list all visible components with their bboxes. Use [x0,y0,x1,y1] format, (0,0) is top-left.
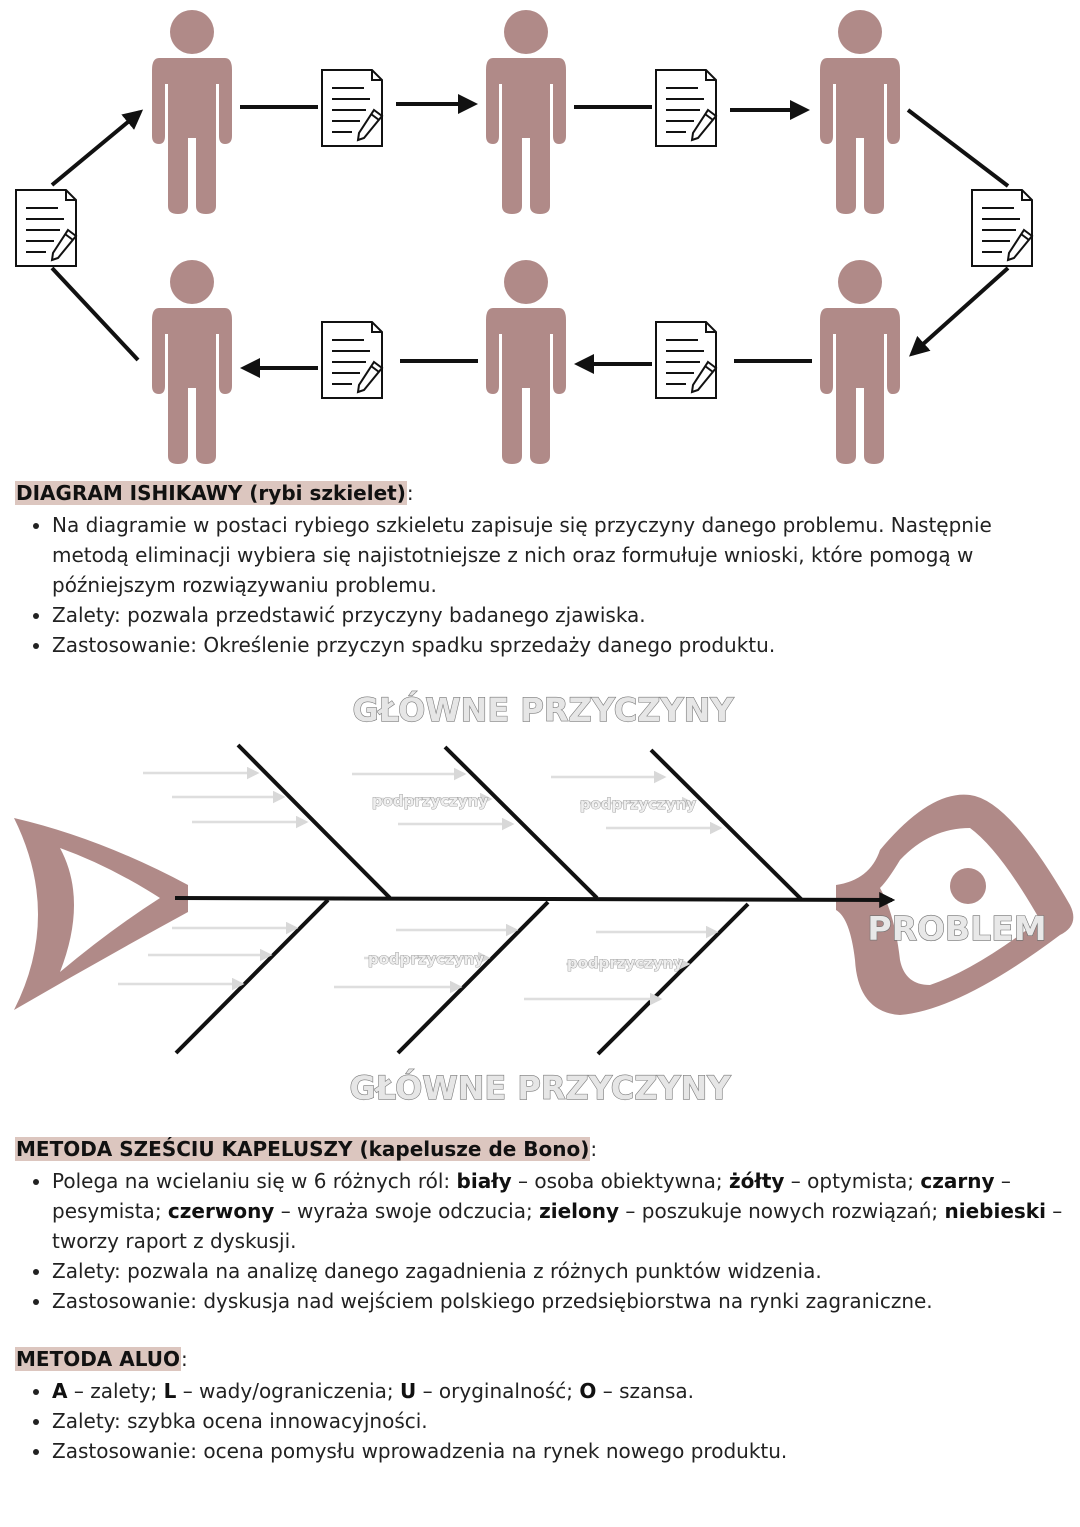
aluo-bullets: A – zalety; L – wady/ograniczenia; U – o… [15,1376,1065,1466]
ishikawa-bullets: Na diagramie w postaci rybiego szkieletu… [15,510,1065,660]
list-item: Na diagramie w postaci rybiego szkieletu… [52,510,1065,600]
person-icon [820,10,900,214]
list-item: Zastosowanie: dyskusja nad wejściem pols… [52,1286,1065,1316]
ishikawa-section: DIAGRAM ISHIKAWY (rybi szkielet): Na dia… [15,478,1065,660]
fish-tail [14,818,188,1010]
person-icon [486,10,566,214]
sub-cause-label: podprzyczyny [368,950,485,968]
fishbone-diagram: GŁÓWNE PRZYCZYNY GŁÓWNE PRZYCZYNY PROBLE… [14,689,1074,1108]
fish-eye [950,868,986,904]
aluo-section: METODA ALUO: A – zalety; L – wady/ograni… [15,1344,1065,1466]
person-icon [820,260,900,464]
list-item: Zastosowanie: ocena pomysłu wprowadzenia… [52,1436,1065,1466]
list-item: Zalety: pozwala na analizę danego zagadn… [52,1256,1065,1286]
ishikawa-heading: DIAGRAM ISHIKAWY (rybi szkielet): [15,481,414,505]
list-item: Zastosowanie: Określenie przyczyn spadku… [52,630,1065,660]
six-hats-heading: METODA SZEŚCIU KAPELUSZY (kapelusze de B… [15,1137,598,1161]
aluo-heading: METODA ALUO: [15,1347,188,1371]
document-pen-icon [971,189,1033,267]
list-item: Zalety: pozwala przedstawić przyczyny ba… [52,600,1065,630]
person-icon [486,260,566,464]
list-item: Zalety: szybka ocena innowacyjności. [52,1406,1065,1436]
list-item: Polega na wcielaniu się w 6 różnych ról:… [52,1166,1065,1256]
sub-cause-lines [118,766,723,1006]
fish-spine [174,891,896,908]
main-causes-top-label: GŁÓWNE PRZYCZYNY [352,690,734,729]
person-icon [152,10,232,214]
sub-cause-label: podprzyczyny [580,795,697,813]
flow-arrows [50,94,1010,378]
document-pen-icon [321,69,383,147]
sub-cause-label: podprzyczyny [372,792,489,810]
document-pen-icon [655,69,717,147]
fish-head [836,794,1074,1015]
communication-flow-diagram [15,10,1033,464]
list-item: A – zalety; L – wady/ograniczenia; U – o… [52,1376,1065,1406]
six-hats-bullets: Polega na wcielaniu się w 6 różnych ról:… [15,1166,1065,1316]
document-pen-icon [321,321,383,399]
document-pen-icon [655,321,717,399]
sub-cause-label: podprzyczyny [567,954,684,972]
main-bones [174,743,804,1056]
problem-label: PROBLEM [867,909,1046,948]
six-hats-section: METODA SZEŚCIU KAPELUSZY (kapelusze de B… [15,1134,1065,1316]
main-causes-bottom-label: GŁÓWNE PRZYCZYNY [349,1068,731,1107]
document-pen-icon [15,189,77,267]
person-icon [152,260,232,464]
